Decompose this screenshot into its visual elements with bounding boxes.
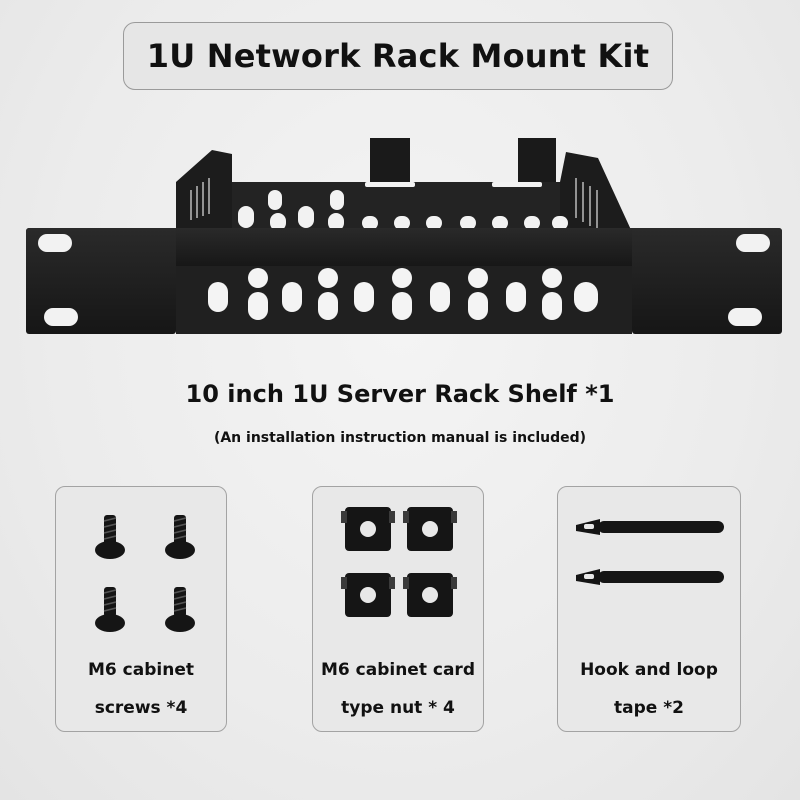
accessory-label: M6 cabinet screws *4 [56, 651, 226, 727]
rack-shelf-image [0, 120, 800, 350]
strap-icon [576, 519, 724, 585]
accessory-label: M6 cabinet card type nut * 4 [313, 651, 483, 727]
accessory-label-line1: M6 cabinet card [321, 660, 475, 680]
accessory-card-screws: M6 cabinet screws *4 [55, 486, 227, 732]
title-banner: 1U Network Rack Mount Kit [123, 22, 673, 90]
accessory-label-line1: Hook and loop [580, 660, 718, 680]
cage-nut-icon [341, 507, 457, 617]
accessory-label-line1: M6 cabinet [88, 660, 194, 680]
accessory-label: Hook and loop tape *2 [558, 651, 740, 727]
product-name: 10 inch 1U Server Rack Shelf *1 [185, 380, 615, 408]
accessory-label-line2: screws *4 [94, 698, 188, 718]
page-title: 1U Network Rack Mount Kit [146, 37, 650, 75]
accessory-label-line2: type nut * 4 [341, 698, 455, 718]
accessory-card-cage-nuts: M6 cabinet card type nut * 4 [312, 486, 484, 732]
rack-shelf-icon [26, 138, 782, 334]
product-note: (An installation instruction manual is i… [213, 430, 587, 446]
screw-icon [95, 515, 195, 632]
accessory-label-line2: tape *2 [614, 698, 684, 718]
accessory-card-straps: Hook and loop tape *2 [557, 486, 741, 732]
